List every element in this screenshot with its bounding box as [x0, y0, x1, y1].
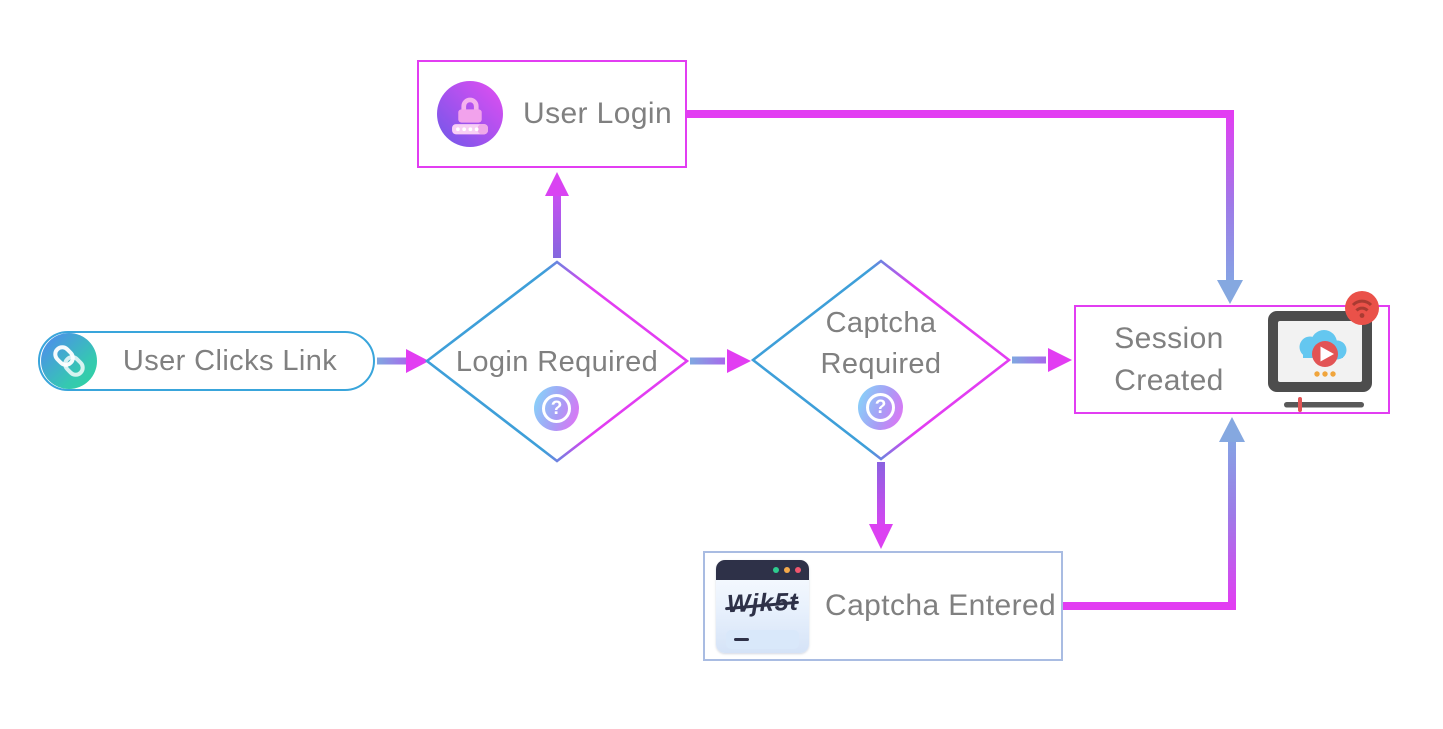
captcha-word-row: Wjk5t [716, 587, 809, 618]
node-label-captcha-required: Captcha Required [820, 307, 942, 380]
question-glyph: ? [542, 394, 571, 423]
captcha-input-dash [734, 637, 749, 641]
edge-loginrequired-to-captcharequired [690, 349, 751, 373]
node-user-login: User Login [417, 60, 687, 168]
login-lock-icon [437, 81, 503, 147]
edge-loginrequired-to-userlogin [545, 172, 569, 258]
node-label-session-created: Session Created [1114, 322, 1224, 397]
node-session-created: Session Created [1074, 291, 1390, 414]
decision-shape-captcha-required [750, 259, 1012, 461]
node-label-user-login: User Login [523, 97, 673, 131]
node-label-user-clicks-link: User Clicks Link [122, 344, 338, 377]
edge-captcharequired-to-captchaentered [869, 462, 893, 549]
node-user-clicks-link: User Clicks Link [38, 331, 375, 391]
edge-userlogin-to-sessioncreated [687, 110, 1243, 304]
link-icon [41, 333, 97, 389]
edge-captcharequired-to-sessioncreated [1012, 348, 1072, 372]
captcha-input-field [726, 629, 799, 649]
captcha-browser-titlebar [716, 559, 809, 580]
edge-captchaentered-to-sessioncreated [1063, 417, 1245, 610]
node-label-login-required: Login Required [455, 346, 659, 378]
node-label-captcha-entered: Captcha Entered [825, 589, 1057, 623]
node-captcha-entered: Wjk5t Captcha Entered [703, 551, 1063, 661]
green-dot-icon [773, 566, 779, 573]
question-icon: ? [858, 385, 903, 430]
decision-shape-login-required [424, 260, 690, 463]
question-glyph: ? [866, 393, 895, 422]
edge-userclickslink-to-loginrequired [377, 349, 429, 373]
red-dot-icon [795, 566, 801, 573]
question-icon: ? [534, 386, 579, 431]
cloud-streaming-tv-icon [1256, 291, 1388, 419]
captcha-browser-icon: Wjk5t [716, 559, 809, 653]
yellow-dot-icon [784, 566, 790, 573]
